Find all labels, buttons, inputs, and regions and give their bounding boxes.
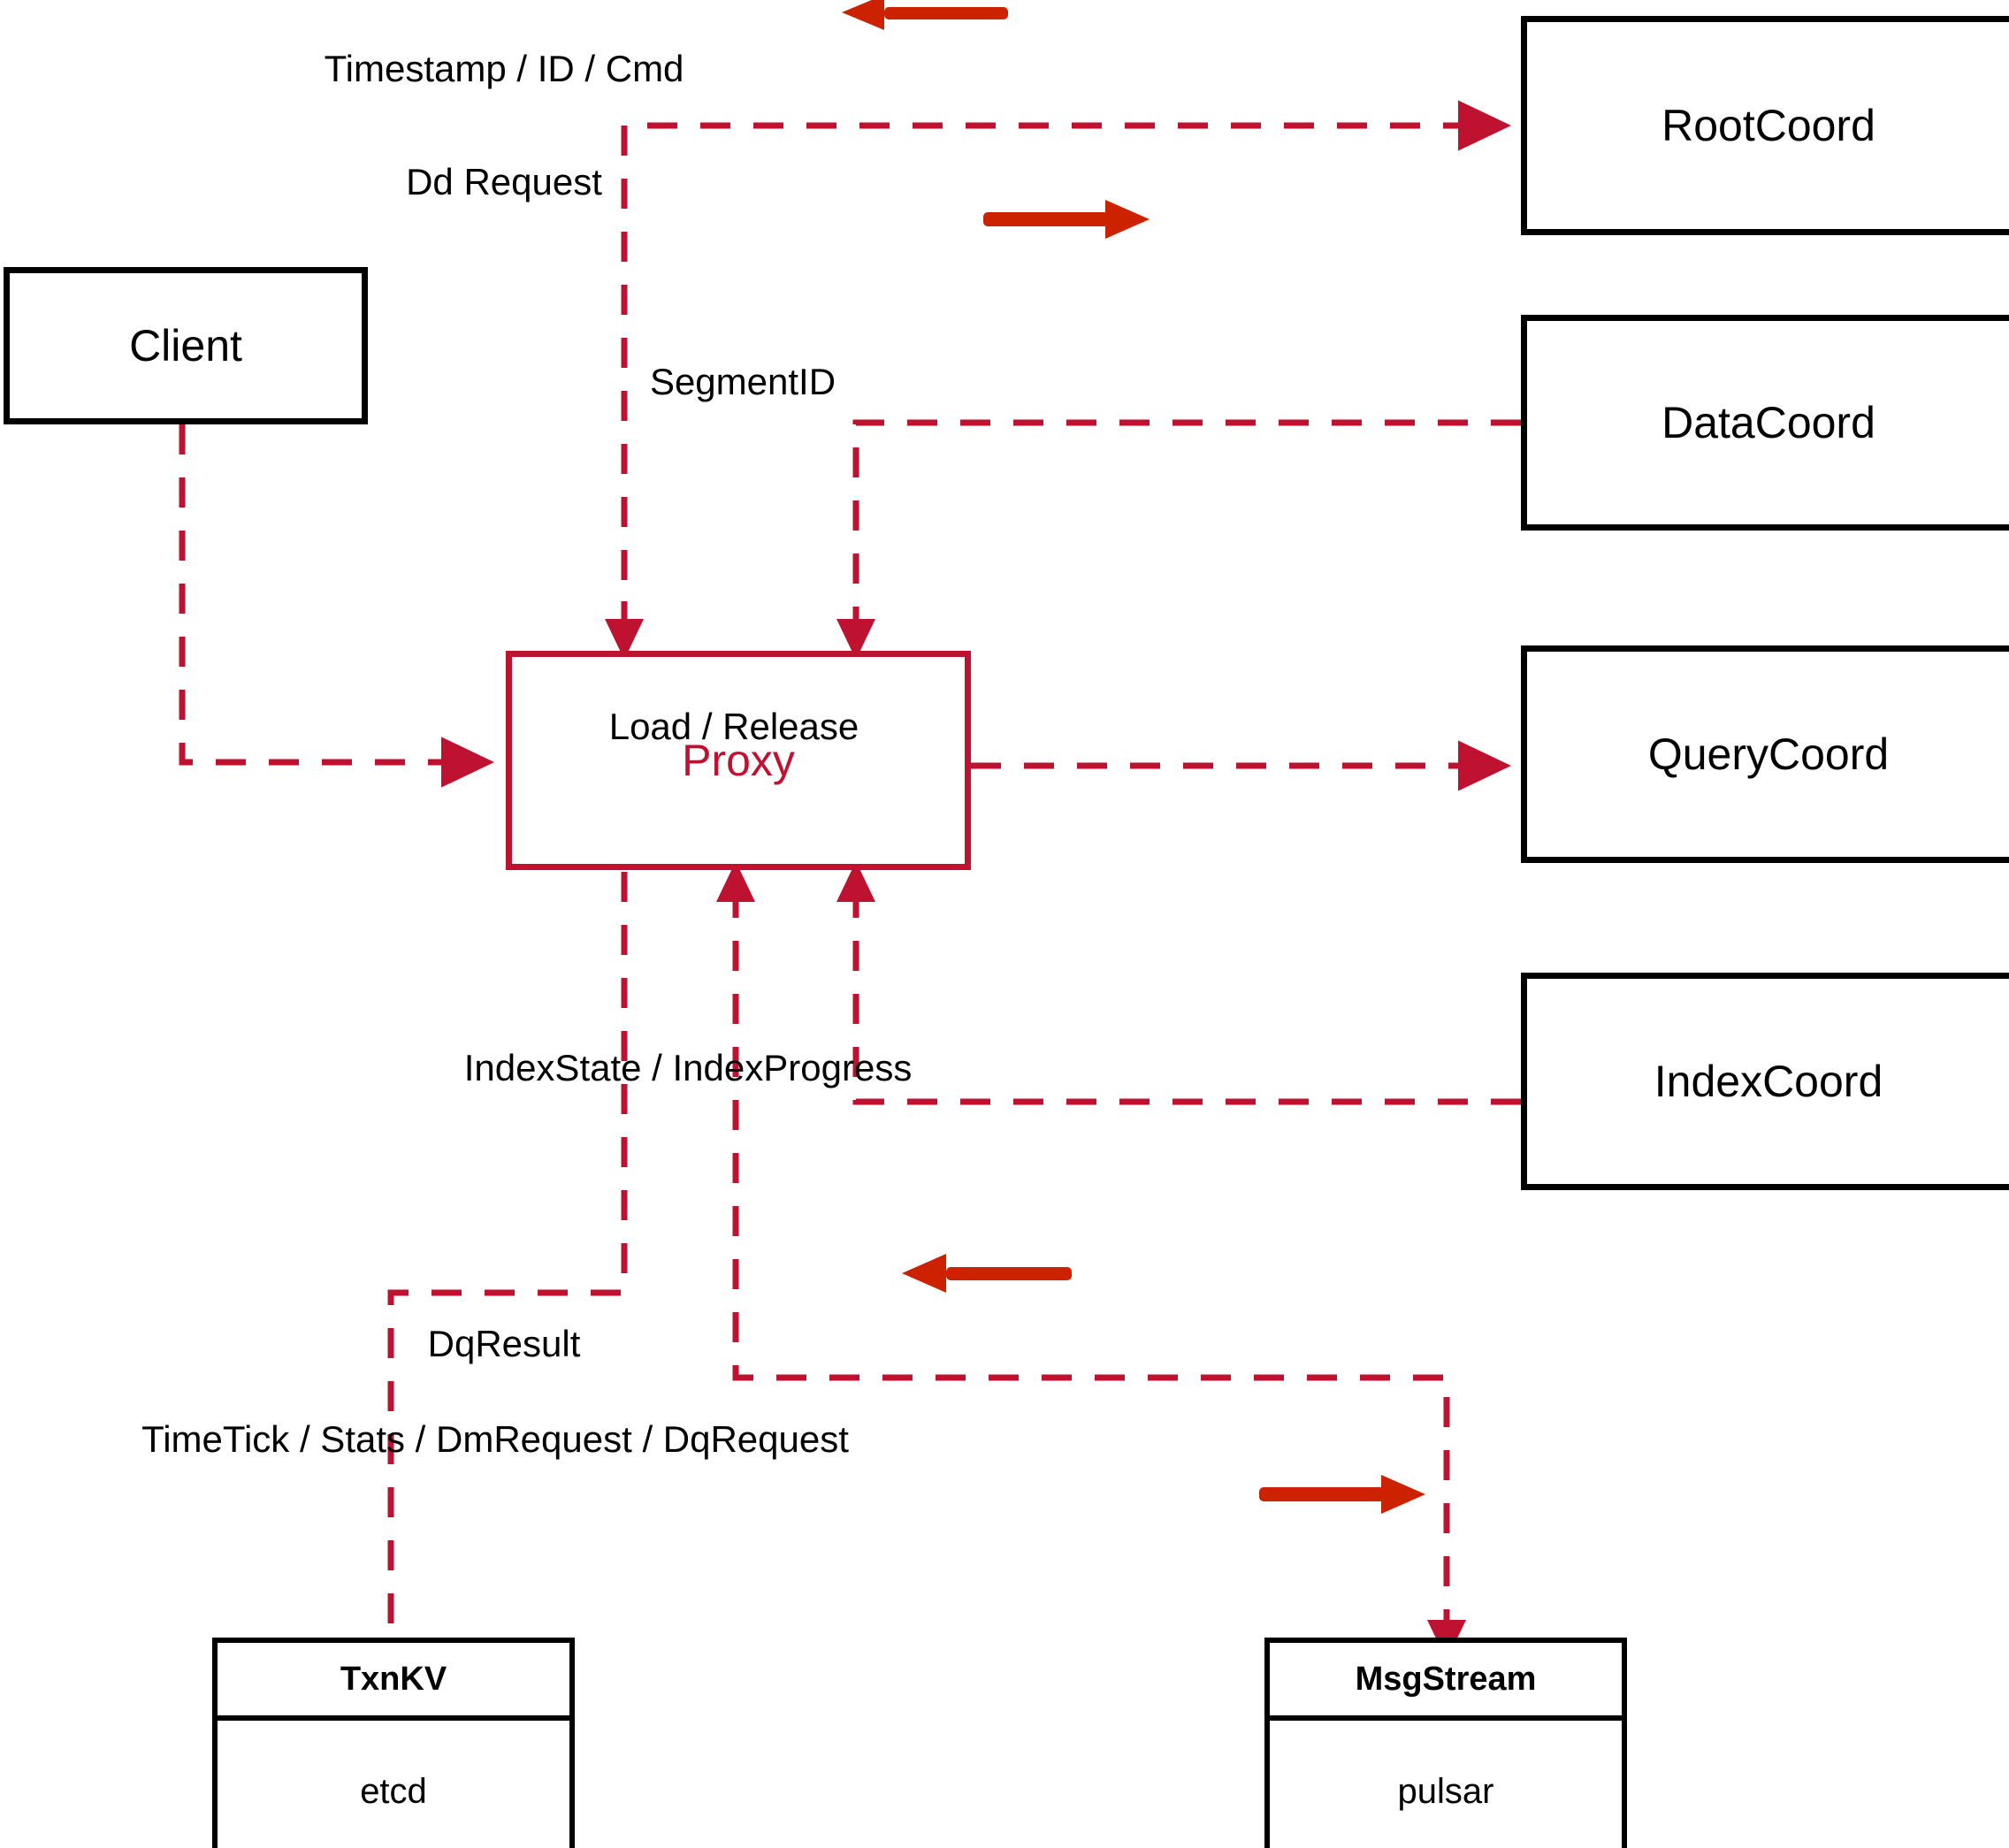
node-indexcoord[interactable]: IndexCoord (1521, 973, 2009, 1190)
solid-arrow-dd-request-right (983, 200, 1150, 239)
node-datacoord-label: DataCoord (1661, 398, 1875, 447)
node-querycoord-label: QueryCoord (1647, 729, 1890, 779)
edge-datacoord-proxy (852, 419, 1521, 633)
edge-label-request: Request (0, 792, 867, 835)
store-msgstream-impl: pulsar (1397, 1771, 1494, 1811)
edge-label-segment-id: SegmentID (649, 361, 836, 402)
node-client[interactable]: Client (4, 267, 368, 424)
store-txnkv-header: TxnKV (218, 1643, 569, 1721)
store-msgstream-title: MsgStream (1355, 1660, 1537, 1698)
store-txnkv-impl: etcd (360, 1771, 427, 1811)
edge-proxy-txnkv (387, 872, 628, 1638)
store-msgstream[interactable]: MsgStream pulsar (1264, 1638, 1627, 1848)
solid-arrow-dqresult-left (902, 1254, 1072, 1293)
edge-label-timestamp-id-cmd: Timestamp / ID / Cmd (324, 48, 684, 89)
node-querycoord[interactable]: QueryCoord (1521, 645, 2009, 863)
store-msgstream-body: pulsar (1270, 1721, 1622, 1848)
node-client-label: Client (129, 321, 242, 370)
edge-label-dq-result: DqResult (427, 1323, 581, 1364)
solid-arrow-timestamp-left (842, 0, 1008, 30)
node-proxy[interactable]: Proxy (506, 651, 971, 870)
solid-arrow-dmrequest-right (1259, 1475, 1425, 1514)
edge-indexcoord-proxy (852, 888, 1521, 1105)
edge-label-load-release: Load / Release (608, 706, 859, 747)
store-txnkv-body: etcd (218, 1721, 569, 1848)
store-txnkv[interactable]: TxnKV etcd (212, 1638, 575, 1848)
node-rootcoord-label: RootCoord (1661, 101, 1875, 150)
edge-label-dd-request: Dd Request (406, 161, 602, 202)
store-txnkv-title: TxnKV (340, 1660, 447, 1698)
node-proxy-label: Proxy (682, 736, 795, 785)
edge-label-index-state-progress: IndexState / IndexProgress (463, 1047, 913, 1088)
node-indexcoord-label: IndexCoord (1654, 1057, 1883, 1106)
node-datacoord[interactable]: DataCoord (1521, 315, 2009, 531)
node-rootcoord[interactable]: RootCoord (1521, 16, 2009, 235)
store-msgstream-header: MsgStream (1270, 1643, 1622, 1721)
edge-label-timetick-stats-dm-dq: TimeTick / Stats / DmRequest / DqRequest (141, 1418, 849, 1460)
edge-client-to-proxy (179, 424, 495, 788)
